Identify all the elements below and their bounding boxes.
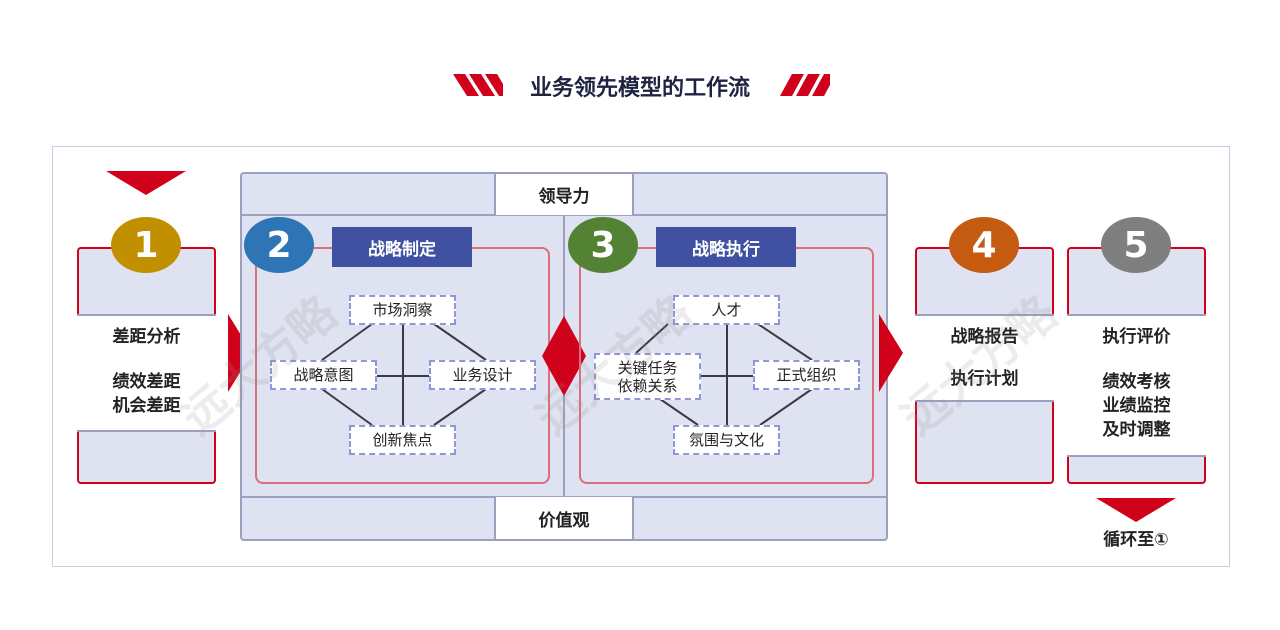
node-formal-organization: 正式组织 xyxy=(753,360,860,390)
node-culture: 氛围与文化 xyxy=(673,425,780,455)
list-line: 绩效考核 xyxy=(1102,372,1171,392)
diagram-frame xyxy=(52,146,1230,567)
step4-item: 执行计划 xyxy=(915,357,1054,402)
node-key-tasks: 关键任务 依赖关系 xyxy=(594,353,701,400)
list-line: 业绩监控 xyxy=(1102,396,1171,416)
step5-item-list: 绩效考核 业绩监控 及时调整 xyxy=(1067,357,1206,457)
list-line: 及时调整 xyxy=(1102,420,1171,440)
node-business-design: 业务设计 xyxy=(429,360,536,390)
loop-arrow-down-icon xyxy=(1096,498,1176,522)
step2-badge: 2 xyxy=(244,217,314,273)
node-talent: 人才 xyxy=(673,295,780,325)
step3-badge: 3 xyxy=(568,217,638,273)
gap-line: 机会差距 xyxy=(112,395,181,416)
arrow-right-icon xyxy=(879,314,903,392)
node-strategic-intent: 战略意图 xyxy=(270,360,377,390)
values-label: 价值观 xyxy=(494,497,634,539)
step3-title: 战略执行 xyxy=(656,227,796,267)
step1-item: 差距分析 xyxy=(77,314,216,359)
step5-badge: 5 xyxy=(1101,217,1171,273)
step1-badge: 1 xyxy=(111,217,181,273)
step2-title: 战略制定 xyxy=(332,227,472,267)
step4-badge: 4 xyxy=(949,217,1019,273)
loop-label: 循环至① xyxy=(1103,530,1169,550)
node-innovation-focus: 创新焦点 xyxy=(349,425,456,455)
start-arrow-down-icon xyxy=(106,171,186,195)
gap-line: 绩效差距 xyxy=(112,371,181,392)
node-market-insight: 市场洞察 xyxy=(349,295,456,325)
page-title: 业务领先模型的工作流 xyxy=(529,76,750,101)
leadership-label: 领导力 xyxy=(494,174,634,215)
title-slash-left-icon xyxy=(453,74,503,96)
node-line: 关键任务 xyxy=(617,358,678,377)
step1-item-gaps: 绩效差距 机会差距 xyxy=(77,357,216,432)
title-slash-right-icon xyxy=(780,74,830,96)
step4-item: 战略报告 xyxy=(915,314,1054,359)
node-line: 依赖关系 xyxy=(617,376,678,395)
diamond-connector-icon xyxy=(542,316,586,396)
step5-item: 执行评价 xyxy=(1067,314,1206,359)
